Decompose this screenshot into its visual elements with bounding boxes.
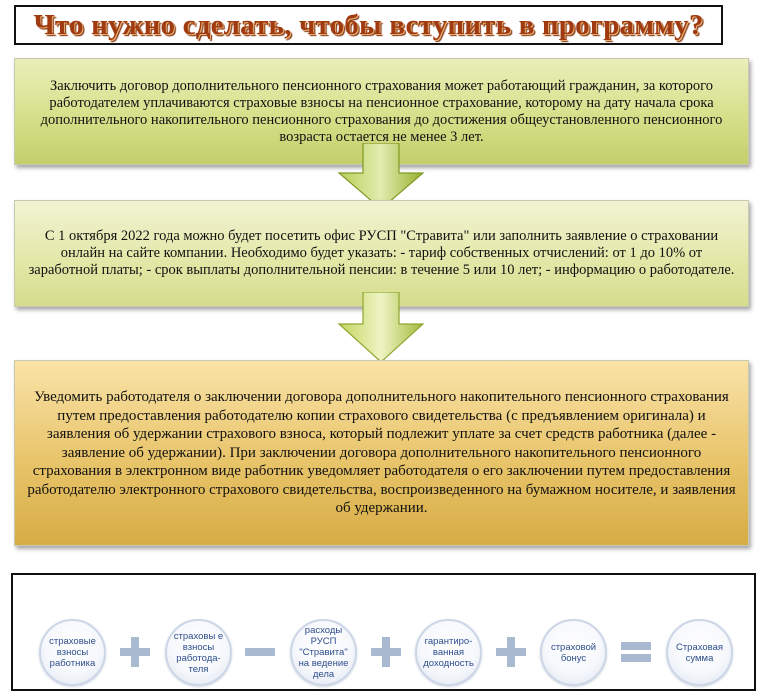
formula-item-employee-contributions: страховые взносы работника — [39, 619, 106, 686]
page-title: Что нужно сделать, чтобы вступить в прог… — [33, 8, 704, 41]
formula-item-guaranteed-yield: гарантиро-ванная доходность — [415, 619, 482, 686]
formula-item-bonus: страховой бонус — [540, 619, 607, 686]
plus-icon — [496, 637, 526, 667]
step-2-panel: С 1 октября 2022 года можно будет посети… — [14, 200, 749, 307]
step-2-text: С 1 октября 2022 года можно будет посети… — [28, 228, 735, 278]
down-arrow-icon — [337, 292, 425, 363]
title-banner: Что нужно сделать, чтобы вступить в прог… — [14, 5, 723, 45]
step-3-panel: Уведомить работодателя о заключении дого… — [14, 360, 749, 546]
plus-icon — [120, 637, 150, 667]
plus-icon — [371, 637, 401, 667]
step-3-text: Уведомить работодателя о заключении дого… — [27, 389, 736, 517]
formula-item-employer-contributions: страховы е взносы работода-теля — [165, 619, 232, 686]
formula-item-insured-sum: Страховая сумма — [666, 619, 733, 686]
minus-icon — [245, 648, 275, 656]
step-1-text: Заключить договор дополнительного пенсио… — [40, 77, 723, 145]
down-arrow-icon — [337, 143, 425, 210]
equals-icon — [621, 642, 651, 662]
formula-box: страховые взносы работника страховы е вз… — [11, 573, 756, 691]
formula-item-expenses: расходы РУСП "Стравита" на ведение дела — [290, 619, 357, 686]
